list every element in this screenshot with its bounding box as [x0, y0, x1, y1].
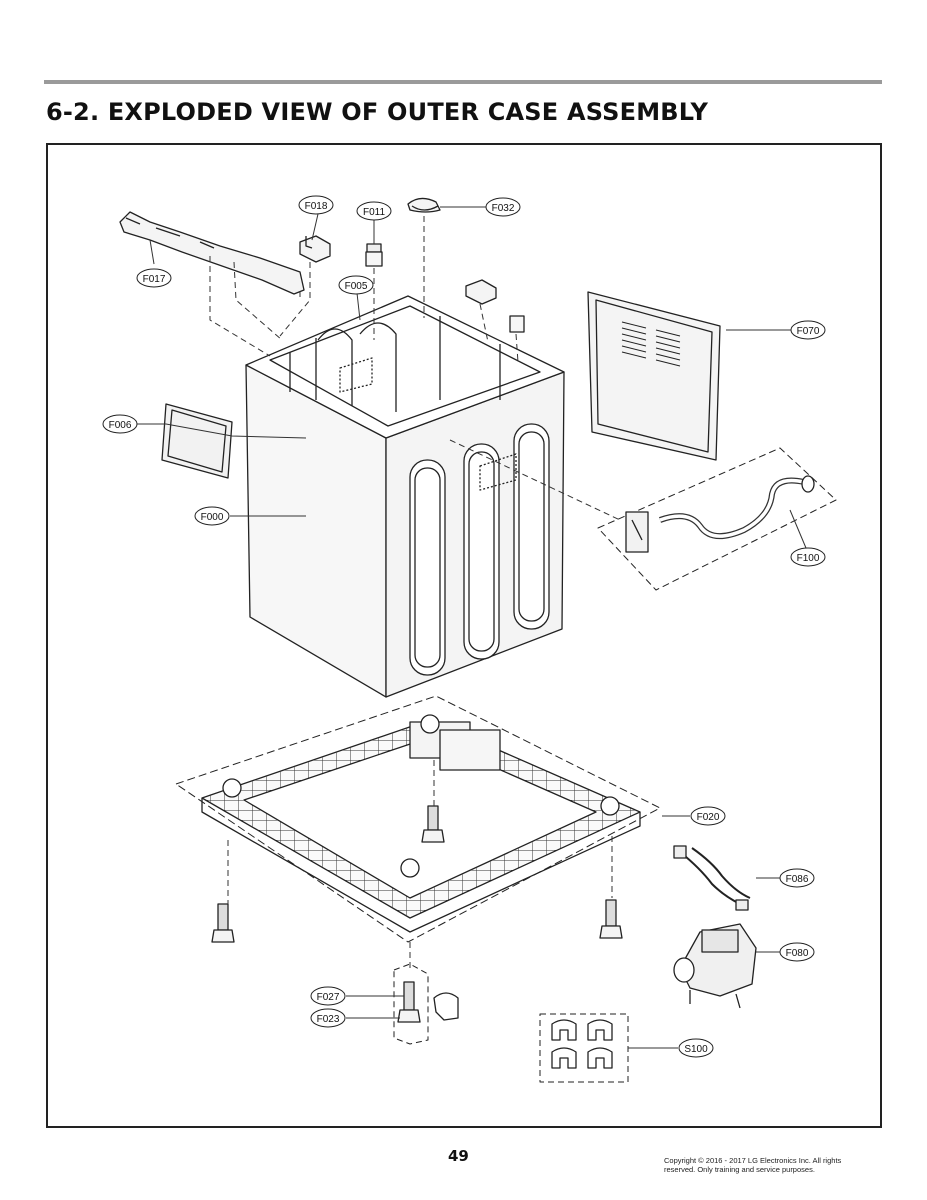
callout-f086: F086: [779, 868, 815, 888]
drain-hose-part: [597, 447, 837, 591]
diagram-frame: [46, 143, 882, 1128]
page-number: 49: [448, 1147, 469, 1165]
callout-f011: F011: [356, 201, 392, 221]
damper-part: [365, 243, 383, 267]
rear-panel-part: [587, 291, 721, 461]
outer-cabinet: [245, 295, 565, 698]
svg-text:F086: F086: [786, 874, 809, 885]
svg-text:F023: F023: [317, 1014, 340, 1025]
callout-f080: F080: [779, 942, 815, 962]
copyright-line-2: reserved. Only training and service purp…: [664, 1165, 815, 1174]
callout-f017: F017: [136, 268, 172, 288]
wire-harness-part: [673, 845, 751, 911]
svg-text:S100: S100: [684, 1044, 708, 1055]
page-title: 6-2. EXPLODED VIEW OF OUTER CASE ASSEMBL…: [46, 98, 709, 126]
callout-f006: F006: [102, 414, 138, 434]
svg-text:F070: F070: [797, 326, 820, 337]
callout-s100: S100: [678, 1038, 714, 1058]
leveling-bolts: [211, 805, 623, 943]
svg-text:F100: F100: [797, 553, 820, 564]
svg-text:F006: F006: [109, 420, 132, 431]
svg-text:F011: F011: [363, 207, 385, 218]
callout-f000: F000: [194, 506, 230, 526]
clamp-part: [407, 197, 441, 213]
drain-pump-part: [673, 923, 757, 1009]
callout-f070: F070: [790, 320, 826, 340]
header-rule: [44, 80, 882, 84]
callout-f027: F027: [310, 986, 346, 1006]
svg-text:F027: F027: [317, 992, 340, 1003]
assembly-lines: [209, 216, 621, 968]
foot-bolt-part: [393, 963, 459, 1045]
svg-text:F005: F005: [345, 281, 368, 292]
svg-text:F018: F018: [305, 201, 328, 212]
copyright-line-1: Copyright © 2016 - 2017 LG Electronics I…: [664, 1156, 842, 1165]
clips-set-part: [539, 1013, 629, 1083]
svg-text:F080: F080: [786, 948, 809, 959]
callouts: F018 F011 F032 F017 F005 F070 F006 F000: [102, 195, 826, 1058]
callout-f018: F018: [298, 195, 334, 215]
svg-text:F017: F017: [143, 274, 166, 285]
svg-text:F020: F020: [697, 812, 720, 823]
top-bracket-part: [119, 211, 305, 295]
svg-text:F000: F000: [201, 512, 224, 523]
callout-f005: F005: [338, 275, 374, 295]
copyright-notice: Copyright © 2016 - 2017 LG Electronics I…: [664, 1156, 884, 1174]
cover-plate-part: [161, 403, 233, 479]
callout-f100: F100: [790, 547, 826, 567]
callout-f023: F023: [310, 1008, 346, 1028]
clip-part: [299, 235, 331, 263]
callout-f032: F032: [485, 197, 521, 217]
svg-text:F032: F032: [492, 203, 515, 214]
leader-lines: [136, 206, 807, 1049]
callout-f020: F020: [690, 806, 726, 826]
base-frame-part: [175, 695, 661, 943]
